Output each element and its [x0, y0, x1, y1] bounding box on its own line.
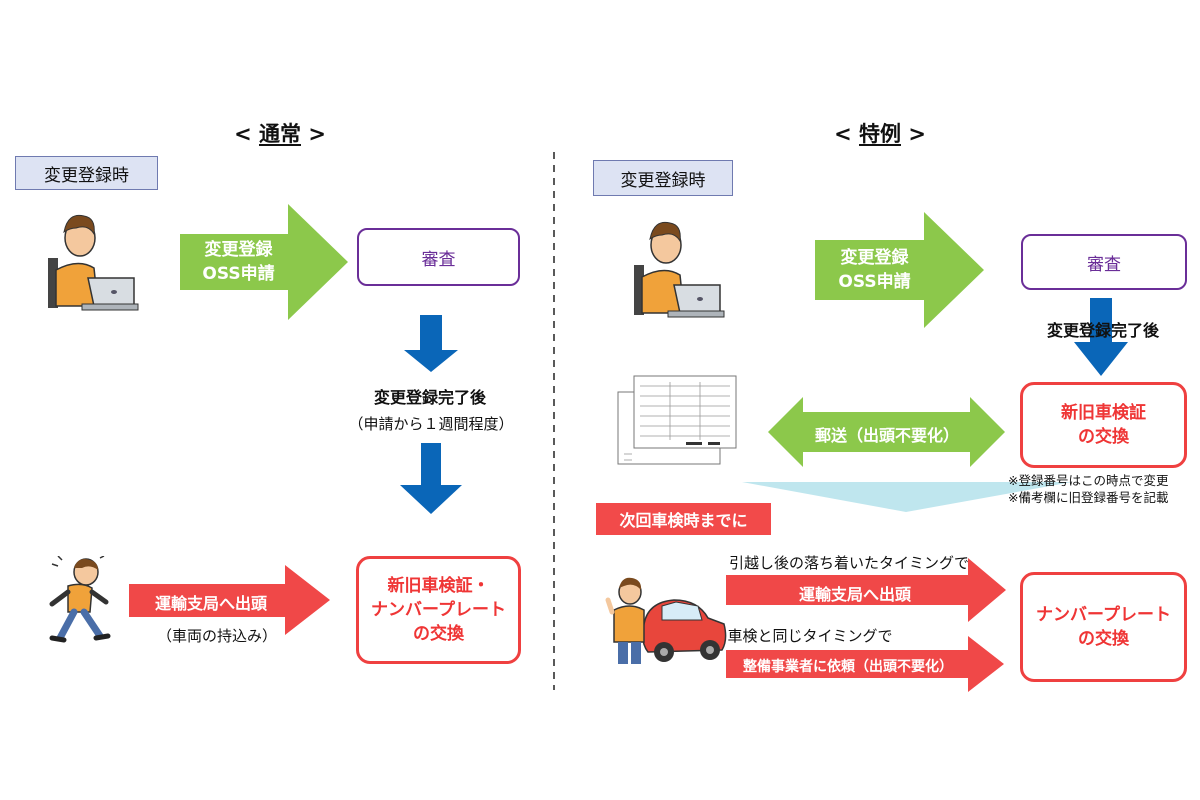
left-visit-arrow — [129, 565, 330, 635]
certificate-documents-icon — [617, 375, 737, 465]
left-visit-sub: （車両の持込み） — [156, 627, 277, 645]
person-at-laptop-icon — [634, 221, 725, 318]
right-change-registration-tag: 変更登録時 — [593, 160, 733, 196]
right-mail-arrow-label: 郵送（出頭不要化） — [814, 426, 959, 445]
right-next-inspection-tag: 次回車検時までに — [596, 503, 771, 535]
right-mail-arrow — [768, 397, 1005, 467]
right-oss-arrow — [815, 212, 984, 328]
left-after-registration-label: 変更登録完了後 — [373, 388, 486, 407]
right-notes: ※登録番号はこの時点で変更 ※備考欄に旧登録番号を記載 — [1008, 473, 1169, 505]
left-exchange-result-box: 新旧車検証・ ナンバープレート の交換 — [356, 556, 521, 664]
left-oss-arrow — [180, 204, 348, 320]
left-heading: < 通常 > — [234, 122, 326, 146]
person-at-laptop-icon — [48, 214, 139, 311]
left-down-arrow-2 — [400, 443, 462, 514]
right-heading: < 特例 > — [834, 122, 926, 146]
left-after-registration-sub: （申請から１週間程度） — [348, 415, 514, 433]
right-visit-arrow-label: 運輸支局へ出頭 — [798, 585, 911, 604]
left-oss-arrow-label: 変更登録 OSS申請 — [202, 240, 275, 284]
right-connector-triangle — [742, 482, 1072, 512]
right-timing-inspection: 車検と同じタイミングで — [727, 627, 893, 645]
right-timing-after-move: 引越し後の落ち着いたタイミングで — [728, 554, 969, 572]
right-certificate-exchange-box: 新旧車検証 の交換 — [1020, 382, 1187, 468]
right-dealer-arrow-label: 整備事業者に依頼（出頭不要化） — [743, 659, 953, 675]
left-down-arrow-1 — [404, 315, 458, 372]
right-review-box: 審査 — [1021, 234, 1187, 290]
person-with-car-icon — [605, 577, 727, 664]
right-oss-arrow-label: 変更登録 OSS申請 — [838, 248, 911, 292]
right-after-registration-label: 変更登録完了後 — [1046, 321, 1159, 340]
left-change-registration-tag: 変更登録時 — [15, 156, 158, 190]
running-person-icon — [49, 556, 111, 643]
right-visit-arrow — [726, 558, 1006, 622]
right-down-arrow — [1074, 298, 1128, 376]
left-review-box: 審査 — [357, 228, 520, 286]
right-dealer-arrow — [726, 636, 1004, 692]
right-plate-exchange-box: ナンバープレート の交換 — [1020, 572, 1187, 682]
left-visit-arrow-label: 運輸支局へ出頭 — [154, 594, 267, 613]
